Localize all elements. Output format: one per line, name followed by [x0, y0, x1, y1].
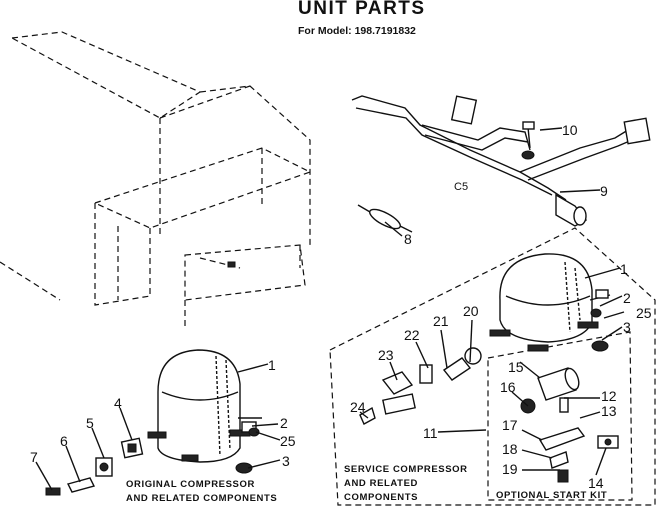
- callout-12: 12: [601, 388, 617, 404]
- original-caption-line1: ORIGINAL COMPRESSOR: [126, 479, 255, 490]
- service-small-parts: [359, 308, 609, 425]
- callout-1-service: 1: [620, 261, 628, 277]
- original-small-parts: [45, 427, 260, 496]
- service-group-border: [329, 227, 656, 506]
- callout-18: 18: [502, 441, 518, 457]
- callout-7: 7: [30, 449, 38, 465]
- cabinet-outline: [0, 31, 312, 330]
- callout-8: 8: [404, 231, 412, 247]
- callout-9: 9: [600, 183, 608, 199]
- callout-17: 17: [502, 417, 518, 433]
- callout-25-original: 25: [280, 433, 296, 449]
- original-caption-line2: AND RELATED COMPONENTS: [126, 493, 277, 504]
- callout-10: 10: [562, 122, 578, 138]
- callout-19: 19: [502, 461, 518, 477]
- callout-2-service: 2: [623, 290, 631, 306]
- callout-25-service: 25: [636, 305, 652, 321]
- callout-13: 13: [601, 403, 617, 419]
- callout-6: 6: [60, 433, 68, 449]
- start-kit-border: [487, 331, 633, 501]
- service-caption-line3: COMPONENTS: [344, 492, 418, 503]
- service-caption-line1: SERVICE COMPRESSOR: [344, 464, 468, 475]
- callout-22: 22: [404, 327, 420, 343]
- leader-lines: [35, 127, 625, 491]
- callout-23: 23: [378, 347, 394, 363]
- callout-1-original: 1: [268, 357, 276, 373]
- callout-5: 5: [86, 415, 94, 431]
- callout-4: 4: [114, 395, 122, 411]
- callout-16: 16: [500, 379, 516, 395]
- model-number: For Model: 198.7191832: [298, 25, 416, 37]
- diagram-code: C5: [454, 181, 468, 193]
- callout-21: 21: [433, 313, 449, 329]
- callout-24: 24: [350, 399, 366, 415]
- callout-14: 14: [588, 475, 604, 491]
- callout-3-service: 3: [623, 319, 631, 335]
- start-kit-parts: [520, 367, 619, 483]
- callout-15: 15: [508, 359, 524, 375]
- screw-10: [521, 121, 535, 160]
- callout-2-original: 2: [280, 415, 288, 431]
- callout-11: 11: [423, 425, 438, 441]
- wiring-harness: [351, 95, 651, 227]
- callout-20: 20: [463, 303, 479, 319]
- start-kit-caption: OPTIONAL START KIT: [496, 490, 607, 501]
- original-compressor: [147, 349, 262, 463]
- drier-8: [357, 204, 413, 233]
- callout-3-original: 3: [282, 453, 290, 469]
- service-compressor: [489, 253, 611, 352]
- page-title: UNIT PARTS: [298, 0, 426, 19]
- service-caption-line2: AND RELATED: [344, 478, 418, 489]
